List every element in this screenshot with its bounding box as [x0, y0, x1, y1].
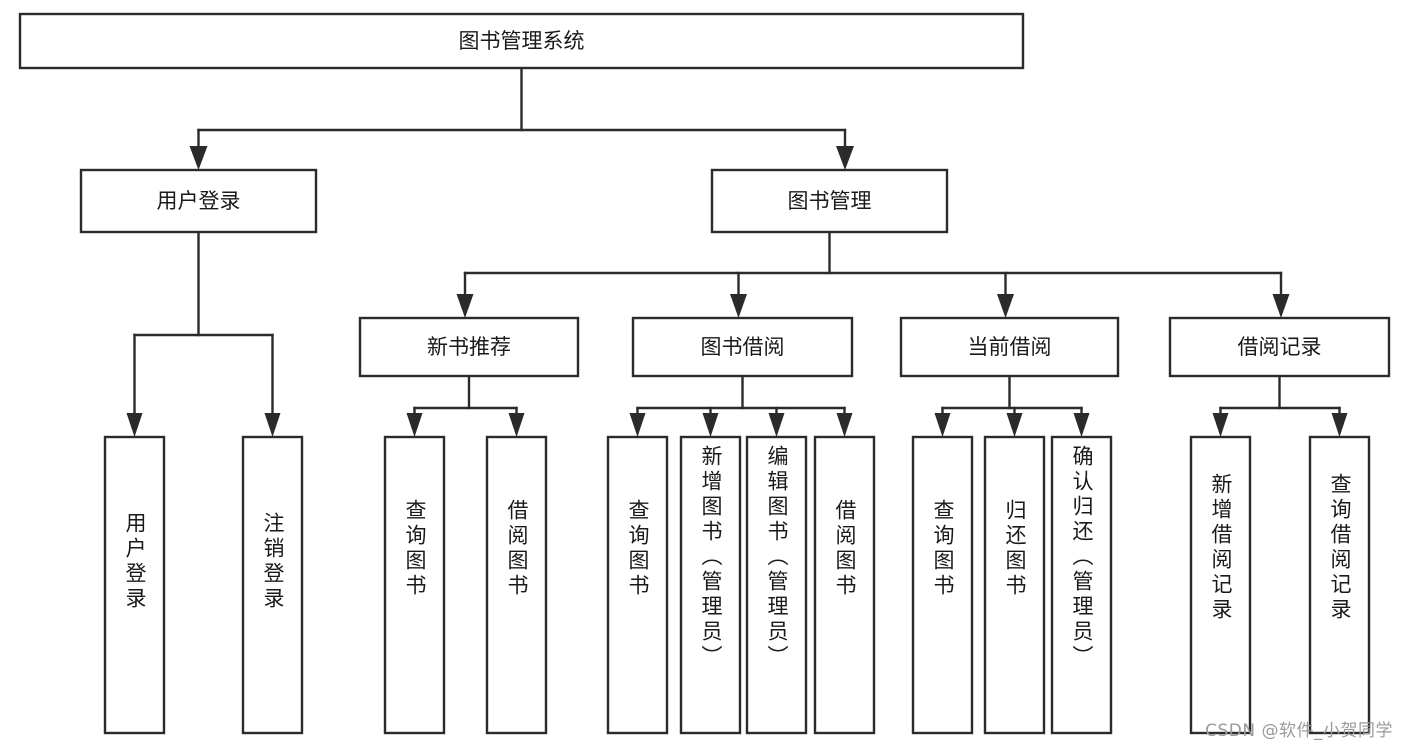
- node-leaf-add-book[interactable]: [679, 435, 742, 735]
- node-root[interactable]: [18, 12, 1025, 70]
- edge-group-current-borrow: [934, 374, 1090, 437]
- arrowhead-leaf-query-book-2: [629, 413, 646, 437]
- arrowhead-leaf-edit-book: [768, 413, 785, 437]
- node-book-borrow[interactable]: [631, 316, 854, 378]
- edge-group-borrow-record: [1212, 374, 1348, 437]
- label-book-manage: 图书管理: [788, 189, 872, 213]
- edge-group-book-borrow: [629, 374, 853, 437]
- label-borrow-record: 借阅记录: [1238, 335, 1322, 359]
- arrowhead-current-borrow: [997, 294, 1014, 318]
- arrowhead-book-manage: [836, 146, 854, 170]
- node-leaf-logout-login[interactable]: [241, 435, 304, 735]
- node-leaf-confirm-return[interactable]: [1050, 435, 1113, 735]
- node-book-manage[interactable]: [710, 168, 949, 234]
- arrowhead-leaf-add-book: [702, 413, 719, 437]
- node-leaf-edit-book[interactable]: [745, 435, 808, 735]
- node-leaf-query-record[interactable]: [1308, 435, 1371, 735]
- label-root: 图书管理系统: [459, 29, 585, 53]
- arrowhead-leaf-query-record: [1331, 413, 1348, 437]
- edge-group-new-book-recommend: [406, 374, 525, 437]
- node-leaf-borrow-book-1[interactable]: [485, 435, 548, 735]
- arrowhead-leaf-confirm-return: [1073, 413, 1090, 437]
- arrowhead-new-book-recommend: [456, 294, 474, 318]
- arrowhead-leaf-query-book-1: [406, 413, 423, 437]
- node-leaf-query-book-1[interactable]: [383, 435, 446, 735]
- node-leaf-user-login[interactable]: [103, 435, 166, 735]
- label-new-book-recommend: 新书推荐: [427, 335, 511, 359]
- node-current-borrow[interactable]: [899, 316, 1120, 378]
- edge-group-user-login: [126, 230, 281, 437]
- edge-group-book-manage: [456, 230, 1290, 318]
- node-leaf-add-record[interactable]: [1189, 435, 1252, 735]
- arrowhead-leaf-borrow-book-2: [836, 413, 853, 437]
- arrowhead-leaf-user-login: [126, 413, 143, 437]
- arrowhead-book-borrow: [730, 294, 747, 318]
- node-leaf-query-book-3[interactable]: [911, 435, 974, 735]
- arrowhead-leaf-return-book: [1006, 413, 1023, 437]
- arrowhead-borrow-record: [1272, 294, 1290, 318]
- arrowhead-leaf-logout-login: [264, 413, 281, 437]
- label-current-borrow: 当前借阅: [968, 335, 1052, 359]
- node-new-book-recommend[interactable]: [358, 316, 580, 378]
- arrowhead-user-login: [189, 146, 208, 170]
- arrowhead-leaf-borrow-book-1: [508, 413, 525, 437]
- node-user-login[interactable]: [79, 168, 318, 234]
- node-leaf-query-book-2[interactable]: [606, 435, 669, 735]
- csdn-watermark: CSDN @软件_小贺同学: [1205, 721, 1393, 741]
- node-leaf-borrow-book-2[interactable]: [813, 435, 876, 735]
- node-borrow-record[interactable]: [1168, 316, 1391, 378]
- node-leaf-return-book[interactable]: [983, 435, 1046, 735]
- label-book-borrow: 图书借阅: [701, 335, 785, 359]
- edge-group-root: [189, 66, 854, 170]
- arrowhead-leaf-query-book-3: [934, 413, 951, 437]
- arrowhead-leaf-add-record: [1212, 413, 1229, 437]
- label-user-login: 用户登录: [157, 189, 241, 213]
